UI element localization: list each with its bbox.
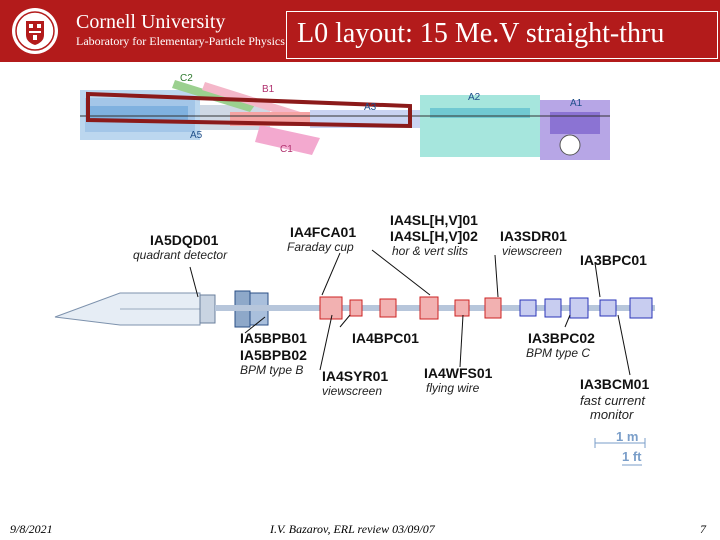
lab-name: Laboratory for Elementary-Particle Physi… [76,34,285,48]
tag-c2: C2 [180,73,193,84]
tag-b1: B1 [262,84,275,95]
tag-a5: A5 [190,130,203,141]
tag-a2: A2 [468,92,481,103]
label-ia4syr01: IA4SYR01 [322,368,388,384]
label-ia4wfs01: IA4WFS01 [424,365,493,381]
desc-ia3bcm01-line1: fast current [580,393,646,408]
slide-number: 7 [700,522,706,536]
label-ia3bpc01: IA3BPC01 [580,252,647,268]
desc-ia4sl: hor & vert slits [392,244,468,258]
leader-lines [189,249,631,376]
label-ia5bpb02: IA5BPB02 [240,347,307,363]
desc-ia4fca01: Faraday cup [287,240,354,254]
desc-ia3bpc02: BPM type C [526,346,590,360]
label-ia4bpc01: IA4BPC01 [352,330,419,346]
desc-ia3bcm01-line2: monitor [590,407,634,422]
label-ia3bpc02: IA3BPC02 [528,330,595,346]
scale-bar: 1 m 1 ft [594,429,646,466]
desc-ia4wfs01: flying wire [426,381,480,395]
label-ia4fca01: IA4FCA01 [290,224,356,240]
scale-label-metric: 1 m [616,429,638,444]
university-name: Cornell University [76,11,226,33]
label-ia3sdr01: IA3SDR01 [500,228,567,244]
beamline-drawing [54,290,655,328]
label-ia4slhv01: IA4SL[H,V]01 [390,212,478,228]
label-ia5dqd01: IA5DQD01 [150,232,219,248]
footer-date: 9/8/2021 [10,522,53,536]
label-ia3bcm01: IA3BCM01 [580,376,649,392]
tag-c1: C1 [280,144,293,155]
desc-ia5dqd01: quadrant detector [133,248,228,262]
desc-ia4syr01: viewscreen [322,384,382,398]
footer-center-text: I.V. Bazarov, ERL review 03/09/07 [270,522,435,536]
slide-title: L0 layout: 15 Me.V straight-thru [297,18,665,49]
desc-ia5bpb: BPM type B [240,363,303,377]
desc-ia3sdr01: viewscreen [502,244,562,258]
label-ia5bpb01: IA5BPB01 [240,330,307,346]
l0-layout-overview-image: C2 B1 A3 A5 C1 A2 A1 [80,73,610,160]
scale-label-imperial: 1 ft [622,449,642,464]
label-ia4slhv02: IA4SL[H,V]02 [390,228,478,244]
title-box: L0 layout: 15 Me.V straight-thru [286,11,718,59]
tag-a1: A1 [570,98,583,109]
cornell-seal-logo [12,8,58,54]
tag-a3: A3 [364,102,377,113]
beamline-diagram: IA5DQD01 quadrant detector IA4FCA01 Fara… [54,212,655,466]
slide-header: Cornell University Laboratory for Elemen… [0,0,720,62]
